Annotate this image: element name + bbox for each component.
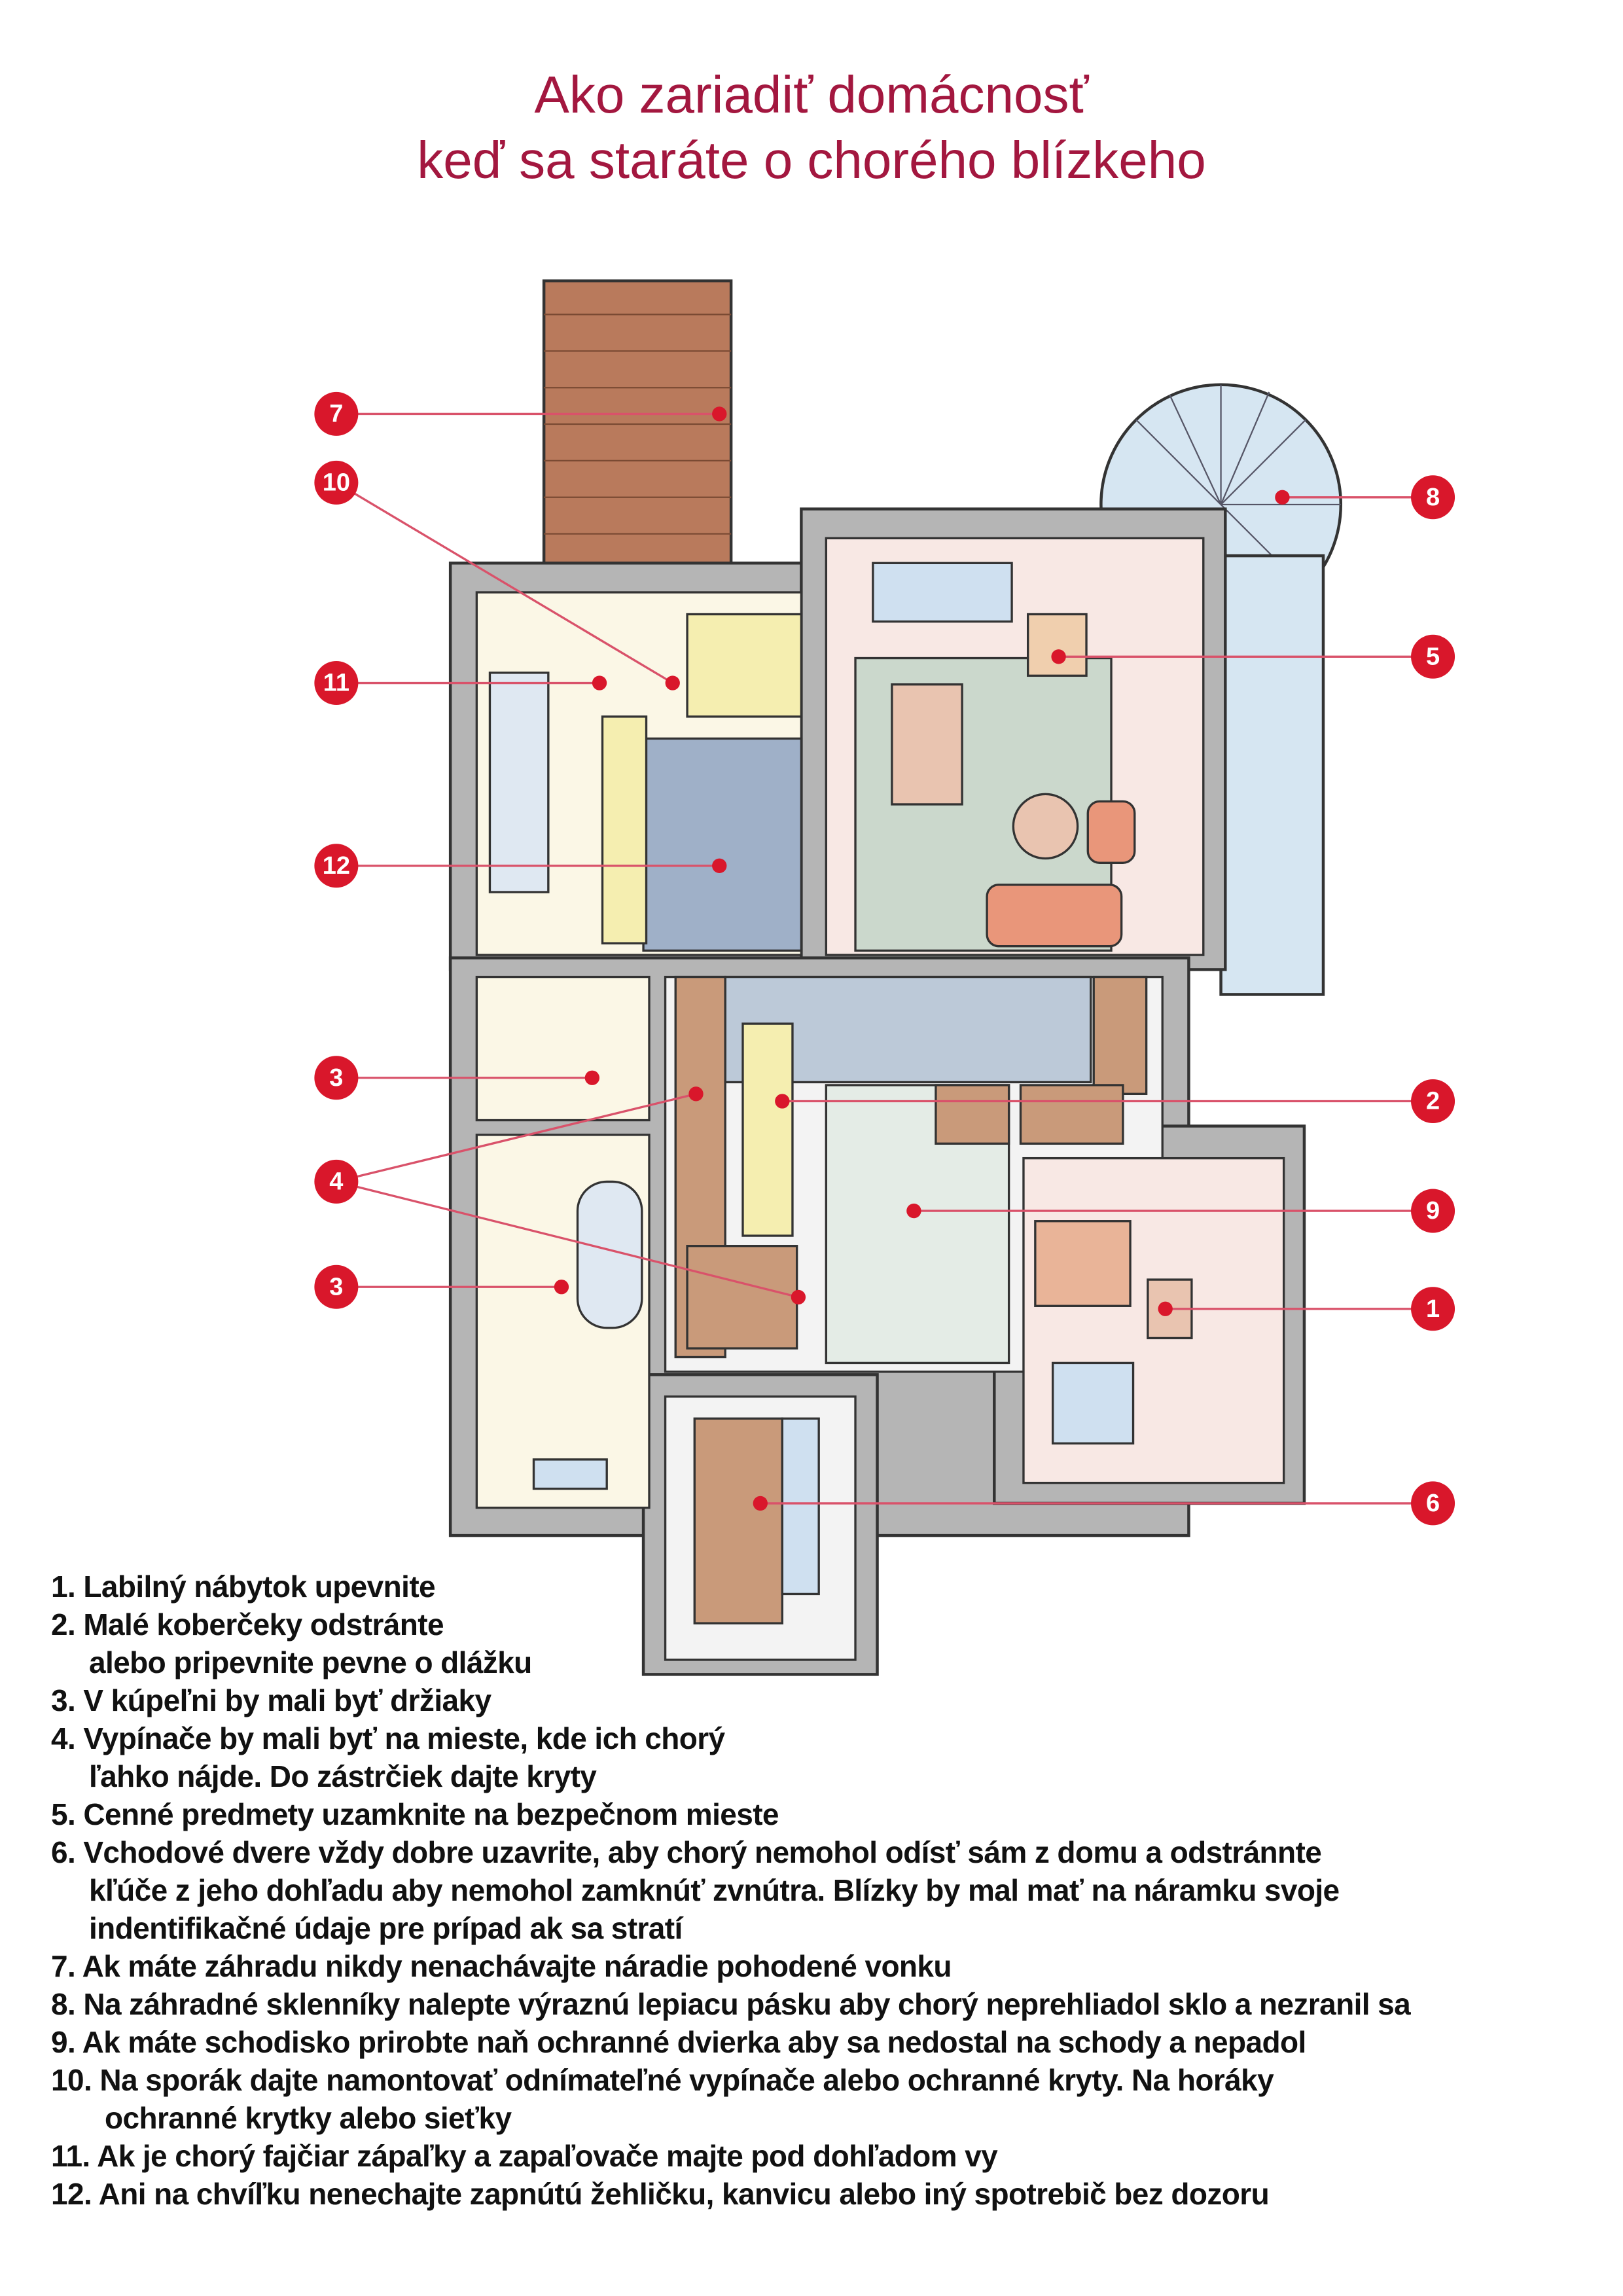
tip-10-continued: ochranné krytky alebo sieťky [105,2101,512,2135]
marker-6: 6 [1411,1481,1455,1526]
spiral-staircase [1099,383,1343,996]
tip-2-continued: alebo pripevnite pevne o dlážku [89,1645,532,1679]
tip-7: 7. Ak máte záhradu nikdy nenachávajte ná… [51,1949,952,1983]
svg-text:1: 1 [1426,1295,1440,1323]
tip-9: 9. Ak máte schodisko prirobte naň ochran… [51,2025,1306,2059]
marker-3-lower: 3 [314,1265,359,1309]
title-line-1: Ako zariadiť domácnosť [534,65,1089,124]
tip-6: 6. Vchodové dvere vždy dobre uzavrite, a… [51,1835,1322,1869]
svg-text:9: 9 [1426,1197,1440,1225]
marker-3-upper: 3 [314,1056,359,1100]
tip-6-continued: kľúče z jeho dohľadu aby nemohol zamknúť… [89,1873,1340,1907]
svg-text:8: 8 [1426,484,1440,511]
safety-tips-list: 1. Labilný nábytok upevnite 2. Malé kobe… [51,1568,1411,2213]
marker-1: 1 [1411,1287,1455,1331]
tip-3: 3. V kúpeľni by mali byť držiaky [51,1683,491,1717]
marker-12: 12 [314,844,359,888]
rooms [475,537,1285,1661]
svg-text:2: 2 [1426,1088,1440,1115]
tip-4: 4. Vypínače by mali byť na mieste, kde i… [51,1721,725,1755]
tip-2: 2. Malé koberčeky odstránte [51,1607,444,1641]
marker-4: 4 [314,1159,359,1204]
tip-5: 5. Cenné predmety uzamknite na bezpečnom… [51,1797,779,1831]
tip-12: 12. Ani na chvíľku nenechajte zapnútú že… [51,2177,1270,2211]
tip-8: 8. Na záhradné sklenníky nalepte výraznú… [51,1987,1411,2021]
marker-9: 9 [1411,1189,1455,1233]
marker-7: 7 [314,391,359,436]
svg-text:10: 10 [323,469,350,496]
marker-10: 10 [314,460,359,505]
svg-text:4: 4 [329,1168,343,1195]
title-line-2: keď sa staráte o chorého blízkeho [417,131,1206,189]
marker-5: 5 [1411,634,1455,679]
svg-text:11: 11 [323,670,349,697]
tip-6-continued-2: indentifikačné údaje pre prípad ak sa st… [89,1911,683,1945]
tip-10: 10. Na sporák dajte namontovať odnímateľ… [51,2063,1274,2097]
svg-text:5: 5 [1426,643,1440,670]
chimney [542,279,733,568]
tip-4-continued: ľahko nájde. Do zástrčiek dajte kryty [89,1759,597,1793]
marker-leader-lines [336,412,1433,1505]
hazard-dots [554,406,1290,1511]
tip-11: 11. Ak je chorý fajčiar zápaľky a zapaľo… [51,2139,998,2173]
marker-2: 2 [1411,1079,1455,1124]
svg-text:7: 7 [329,400,343,427]
svg-text:6: 6 [1426,1490,1440,1517]
marker-8: 8 [1411,475,1455,520]
bathroom-upper [475,975,651,1122]
svg-text:3: 3 [329,1064,343,1092]
tip-1: 1. Labilný nábytok upevnite [51,1570,436,1604]
svg-text:12: 12 [323,852,350,880]
svg-text:3: 3 [329,1273,343,1300]
marker-11: 11 [314,661,359,706]
